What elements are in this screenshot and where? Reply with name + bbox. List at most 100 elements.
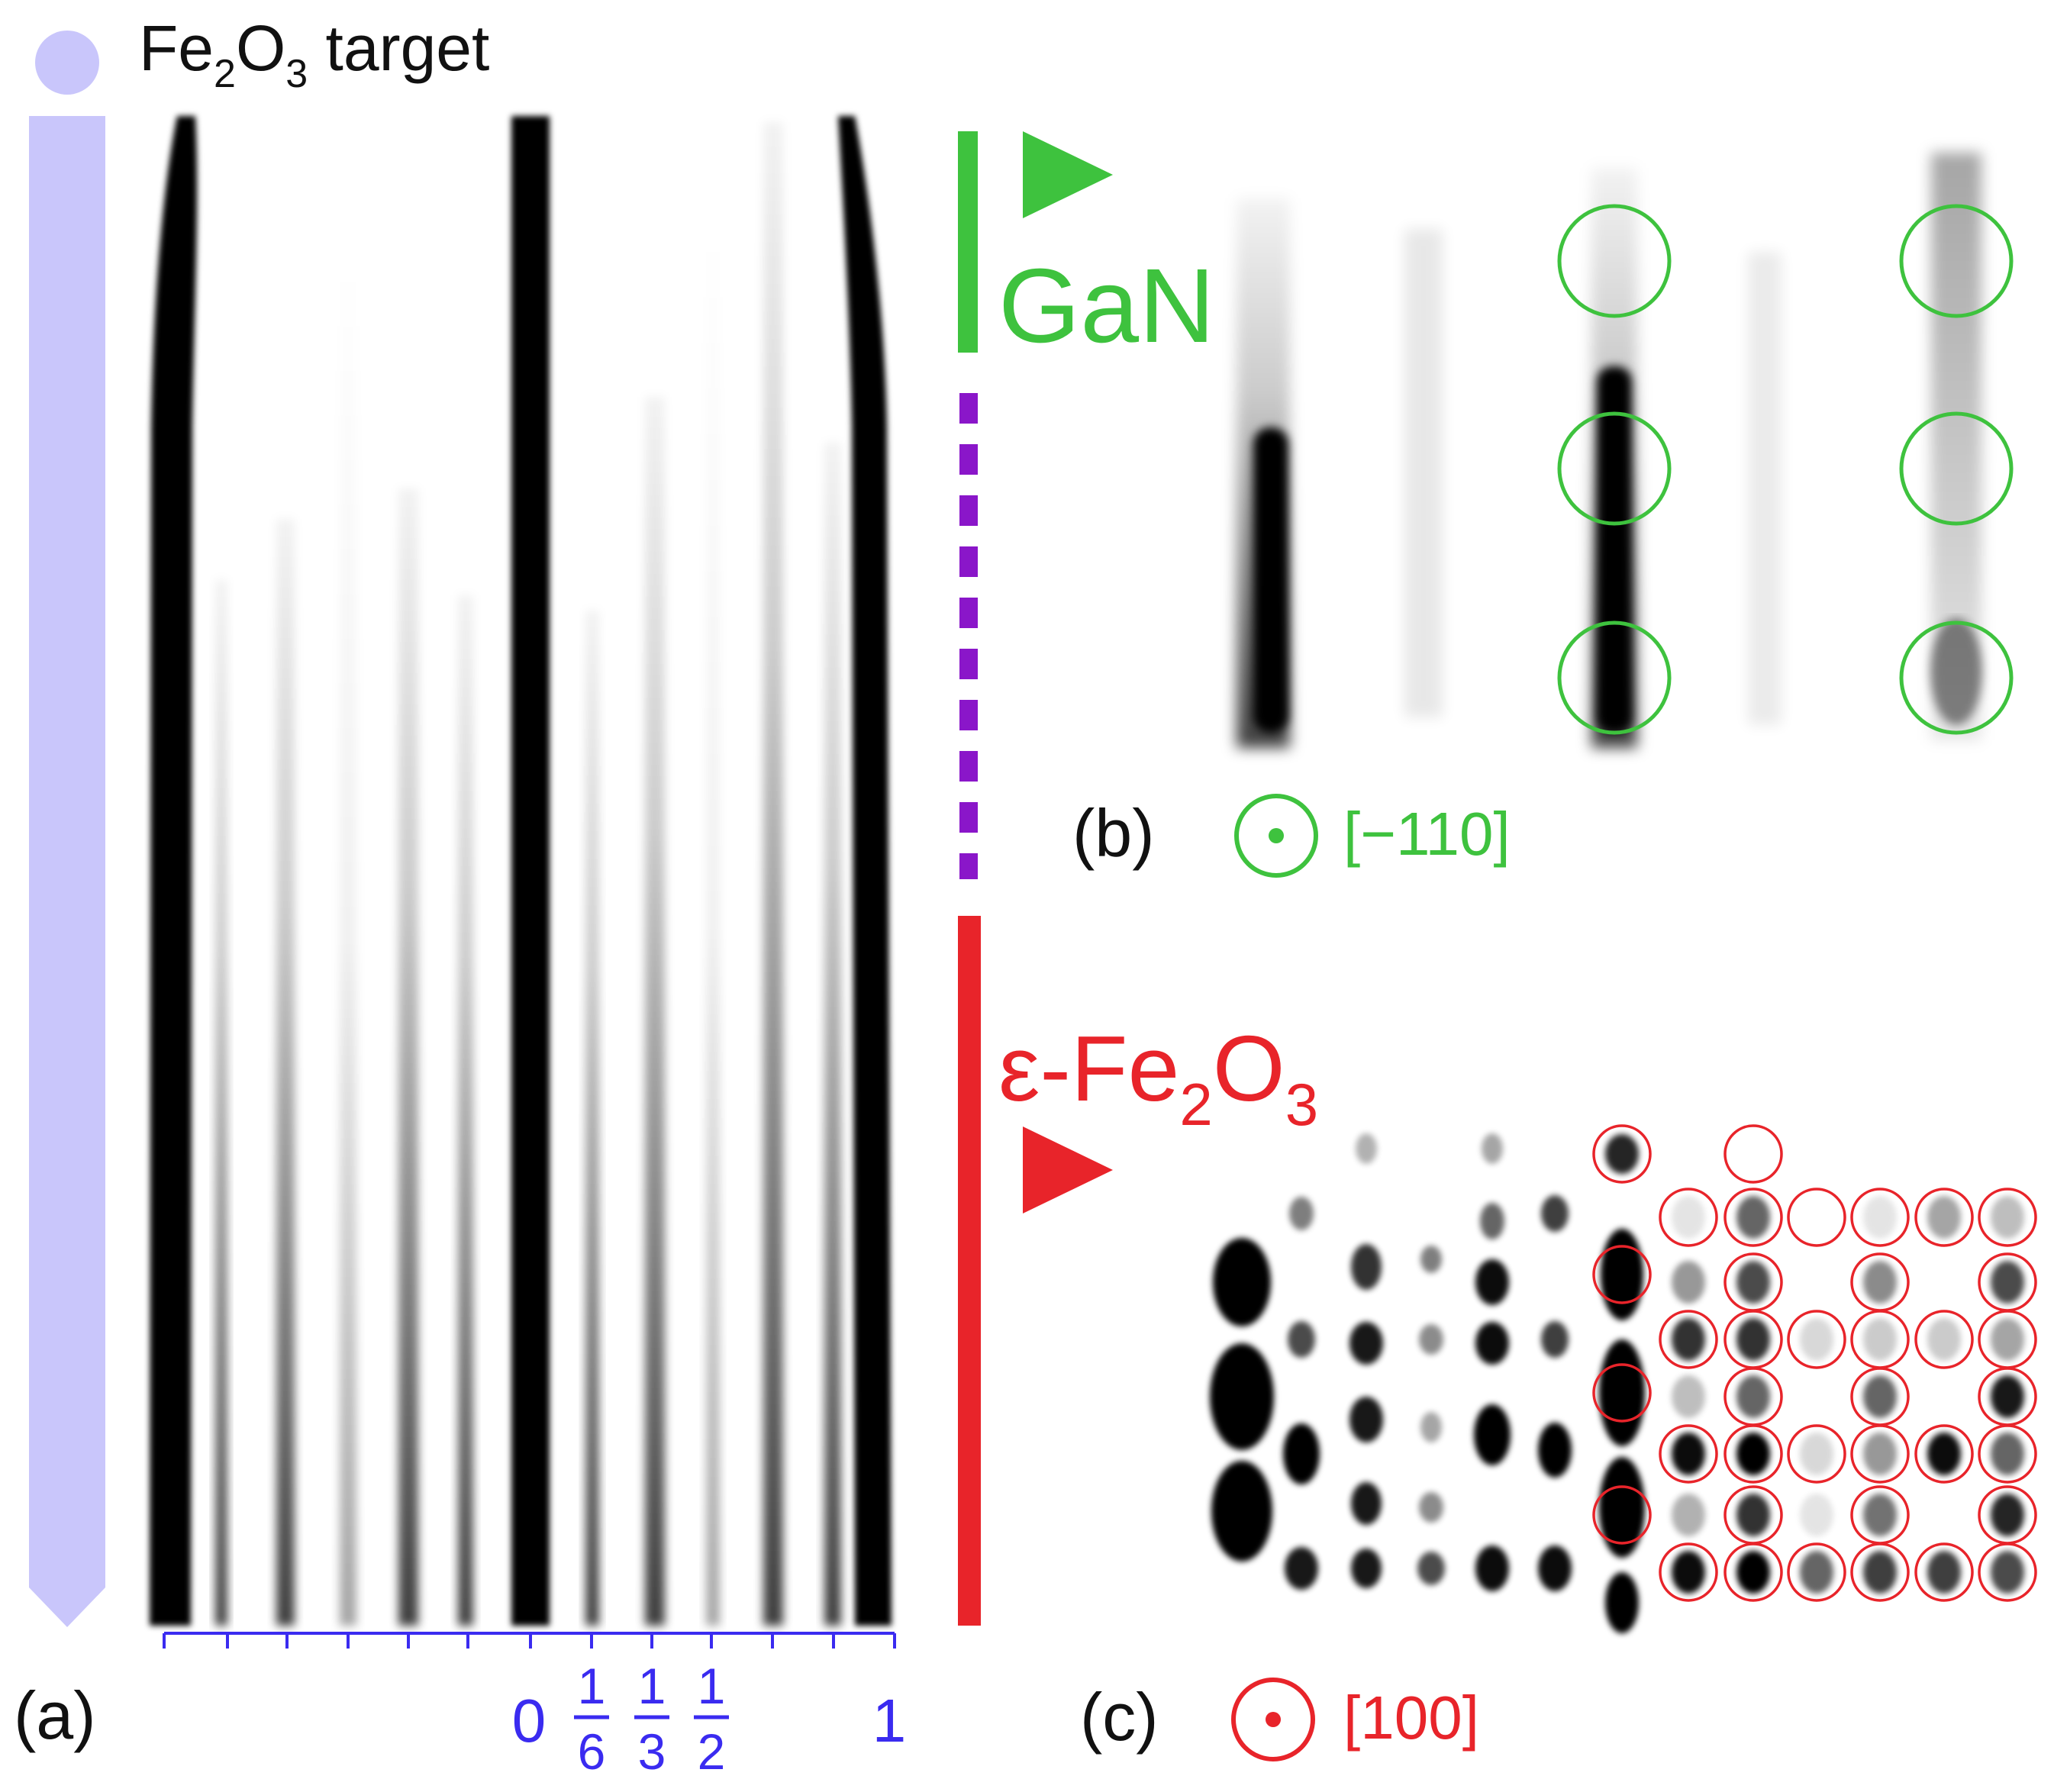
panel-c-spot-circles [1592, 1124, 2037, 1602]
fe-spot-circle [1914, 1188, 1974, 1247]
gan-spot-circle [1557, 620, 1672, 735]
fe-spot-circle [1787, 1310, 1846, 1369]
diffraction-spot [1538, 1545, 1572, 1591]
fe-spot-circle [1978, 1542, 2037, 1602]
diffraction-spot [1349, 1322, 1383, 1365]
fe-spot-circle [1592, 1363, 1652, 1423]
panel-b-pattern [1237, 153, 1982, 748]
diffraction-spot [1736, 1375, 1770, 1418]
gradient-arrow-icon [29, 116, 105, 1627]
diffraction-spot [1599, 1457, 1645, 1558]
tick-label-half-num: 1 [698, 1658, 726, 1714]
diffraction-spot [1991, 1494, 2024, 1536]
diffraction-spot [1736, 1433, 1770, 1475]
fe-spot-circle [1659, 1310, 1718, 1369]
diffraction-spot [1672, 1494, 1705, 1536]
diffraction-spot [1475, 1545, 1509, 1591]
tick-label-0: 0 [512, 1687, 547, 1755]
panel-b-label: (b) [1072, 795, 1155, 871]
diffraction-spot [1605, 1134, 1639, 1174]
diffraction-spot [1736, 1261, 1770, 1304]
tick-label-sixth-den: 6 [578, 1723, 606, 1780]
streak-weak-10 [824, 443, 841, 1626]
diffraction-spot [1210, 1343, 1274, 1450]
diffraction-spot [1672, 1551, 1705, 1594]
diffraction-spot [1927, 1551, 1961, 1594]
gan-spot-circle [1899, 204, 2014, 318]
fe-spot-circle [1659, 1188, 1718, 1247]
fe-dot-in-circle-icon [1231, 1678, 1315, 1761]
gan-spot-circle [1557, 204, 1672, 318]
streak-b-3-core [1597, 366, 1632, 733]
diffraction-spot [1736, 1551, 1770, 1594]
fe-spot-circle [1592, 1124, 1652, 1184]
diffraction-spot [1285, 1547, 1318, 1590]
gan-spot-circle [1899, 620, 2014, 735]
tick-label-half-den: 2 [698, 1723, 726, 1780]
epsilon-right-triangle-icon [1023, 1126, 1113, 1213]
streak-strong-left [150, 116, 198, 1626]
diffraction-spot [1736, 1196, 1770, 1239]
fe-spot-circle [1659, 1542, 1718, 1602]
diffraction-spot [1736, 1318, 1770, 1361]
streak-weak-7 [645, 397, 665, 1626]
gan-dot-in-circle-center [1269, 828, 1284, 843]
gan-dot-in-circle-icon [1234, 794, 1318, 878]
diffraction-spot [1538, 1423, 1572, 1478]
diffraction-spot [1672, 1433, 1705, 1475]
gan-spot-circle [1557, 411, 1672, 526]
diffraction-spot [1863, 1375, 1897, 1418]
gan-spot-circle [1899, 411, 2014, 526]
fe-spot-circle [1850, 1542, 1910, 1602]
diffraction-spot [1599, 1339, 1645, 1446]
streak-strong-center [511, 116, 550, 1626]
gan-direction-label: [−110] [1343, 800, 1511, 868]
diffraction-spot [1482, 1133, 1503, 1164]
target-label: Fe2O3 target [139, 12, 489, 96]
diffraction-spot [1605, 1572, 1639, 1633]
diffraction-spot [1863, 1494, 1897, 1536]
tick-label-third-num: 1 [638, 1658, 666, 1714]
diffraction-spot [1991, 1261, 2024, 1304]
diffraction-spot [1863, 1318, 1897, 1361]
diffraction-spot [1351, 1549, 1382, 1588]
streak-weak-8 [706, 229, 720, 1626]
diffraction-spot [1480, 1203, 1504, 1239]
streak-weak-6 [585, 611, 599, 1626]
diffraction-spot [1420, 1246, 1442, 1273]
diffraction-spot [1283, 1423, 1320, 1484]
streak-b-1-core [1253, 427, 1288, 733]
diffraction-spot [1991, 1551, 2024, 1594]
diffraction-spot [1991, 1196, 2024, 1239]
panel-a-streak-image [150, 116, 892, 1626]
fe-spot-circle [1978, 1188, 2037, 1247]
diffraction-spot [1927, 1196, 1961, 1239]
panel-b-spot-circles [1557, 204, 2014, 735]
diffraction-spot [1991, 1375, 2024, 1418]
panel-c-label: (c) [1080, 1679, 1159, 1755]
gan-phase-bar [958, 131, 978, 353]
gan-label: GaN [998, 247, 1215, 365]
epsilon-phase-bar [958, 916, 981, 1626]
fe-spot-circle [1723, 1542, 1783, 1602]
gan-right-triangle-icon [1023, 131, 1113, 218]
diffraction-spot [1863, 1433, 1897, 1475]
fe-spot-circle [1723, 1124, 1783, 1184]
panel-c-pattern [1210, 1133, 2024, 1633]
diffraction-spot [1863, 1551, 1897, 1594]
diffraction-spot [1349, 1397, 1383, 1442]
diffraction-spot [1475, 1322, 1509, 1365]
diffraction-spot [1475, 1259, 1509, 1305]
streak-b-5-spot [1930, 618, 1982, 725]
streak-weak-9 [763, 122, 783, 1626]
diffraction-spot [1288, 1321, 1315, 1358]
tick-label-1: 1 [872, 1687, 907, 1755]
diffraction-spot [1672, 1261, 1705, 1304]
streak-weak-3 [340, 259, 356, 1626]
panel-a-tick-labels: 0 1 6 1 3 1 2 1 [512, 1658, 907, 1780]
diffraction-spot [1541, 1195, 1569, 1232]
diffraction-spot [1800, 1494, 1833, 1536]
panel-a-label: (a) [14, 1678, 96, 1753]
diffraction-spot [1800, 1318, 1833, 1361]
fe-spot-circle [1850, 1188, 1910, 1247]
